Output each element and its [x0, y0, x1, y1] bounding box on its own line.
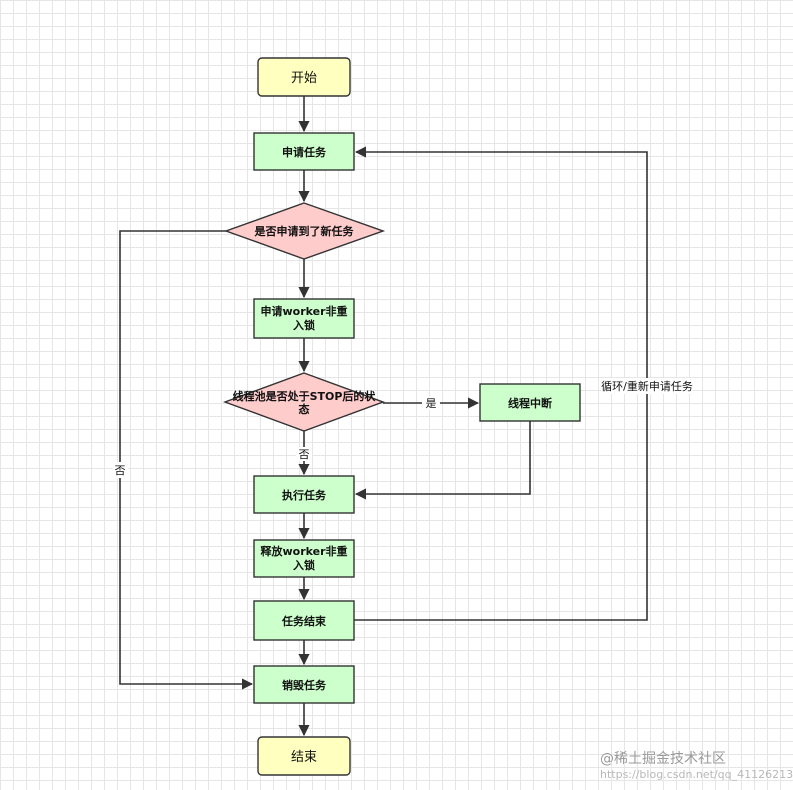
node-stop-state-label-1: 线程池是否处于STOP后的状	[233, 389, 377, 403]
node-task-end-label: 任务结束	[281, 614, 327, 628]
node-stop-state: 线程池是否处于STOP后的状 态	[222, 372, 386, 432]
node-apply-lock-label-2: 入锁	[293, 318, 315, 332]
node-task-end: 任务结束	[253, 600, 355, 641]
node-got-new-task-label: 是否申请到了新任务	[254, 224, 355, 238]
node-apply-task-label: 申请任务	[282, 145, 327, 159]
node-destroy-task: 销毁任务	[253, 665, 355, 704]
node-end-label: 结束	[291, 750, 317, 765]
node-release-lock-label-2: 入锁	[293, 558, 315, 572]
flowchart: 是 否 否 循环/重新申请任务 开始 申请任务 是否申请到了新任务 申请work…	[114, 57, 693, 776]
node-got-new-task: 是否申请到了新任务	[223, 202, 386, 260]
node-start: 开始	[257, 57, 351, 97]
node-end: 结束	[257, 736, 351, 776]
node-thread-interrupt-label: 线程中断	[508, 396, 552, 410]
node-destroy-task-label: 销毁任务	[282, 678, 327, 692]
label-no-left: 否	[115, 464, 126, 477]
node-apply-task: 申请任务	[253, 132, 355, 171]
node-thread-interrupt: 线程中断	[479, 383, 581, 422]
node-release-lock: 释放worker非重 入锁	[253, 539, 355, 578]
node-stop-state-label-2: 态	[299, 402, 310, 416]
node-execute-task: 执行任务	[253, 475, 355, 514]
edge-interrupt-to-execute	[354, 421, 531, 500]
node-start-label: 开始	[291, 71, 317, 86]
edge-decision-no	[119, 230, 254, 690]
label-loop: 循环/重新申请任务	[601, 379, 693, 393]
node-release-lock-label-1: 释放worker非重	[260, 544, 347, 558]
label-yes: 是	[426, 397, 437, 410]
node-apply-lock-label-1: 申请worker非重	[260, 304, 347, 318]
label-no: 否	[299, 448, 310, 461]
node-execute-task-label: 执行任务	[282, 488, 327, 502]
watermark-brand: @稀土掘金技术社区	[600, 751, 726, 767]
node-apply-lock: 申请worker非重 入锁	[253, 298, 355, 339]
watermark-url: https://blog.csdn.net/qq_41126213	[600, 768, 793, 781]
